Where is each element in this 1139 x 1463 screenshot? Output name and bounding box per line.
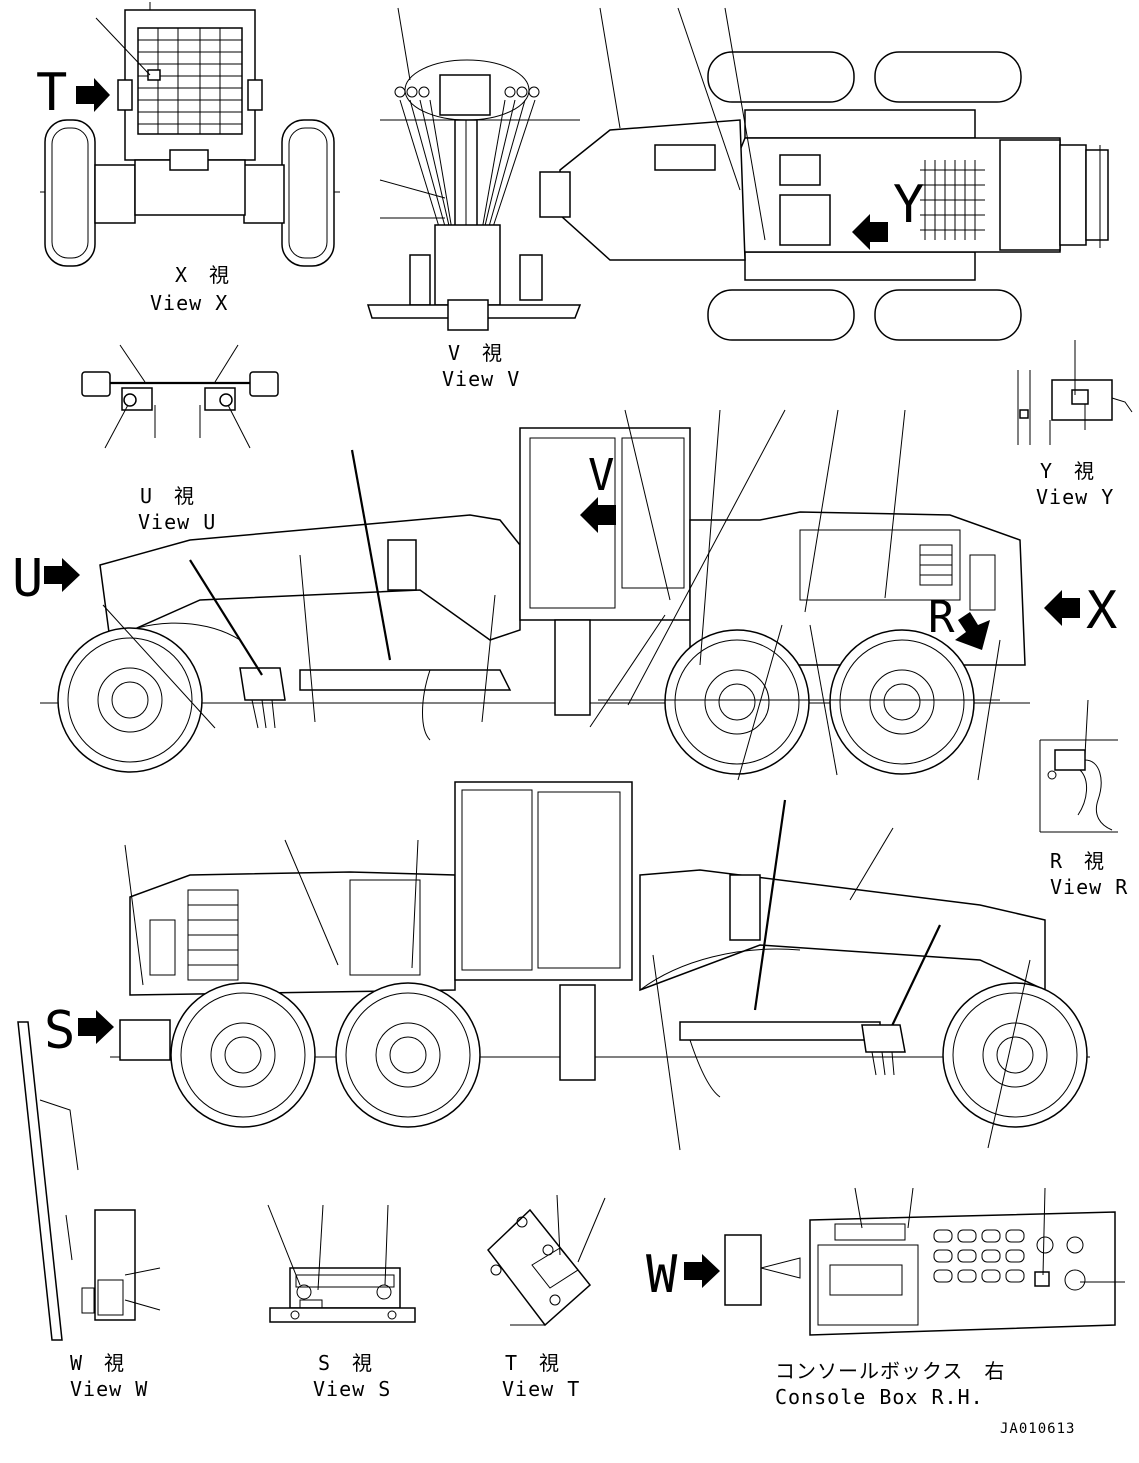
view-v-drawing <box>366 7 582 331</box>
view-u-drawing <box>81 344 279 449</box>
arrow-y-letter: Y <box>893 175 924 235</box>
view-r-jp-label: R 視 <box>1050 849 1105 873</box>
console-box-drawing <box>724 1187 1125 1336</box>
view-u-en-label: View U <box>138 510 216 534</box>
arrow-s-letter: S <box>44 1001 75 1061</box>
arrow-x-icon <box>1044 590 1080 626</box>
arrow-r-letter: R <box>928 592 955 643</box>
view-v-jp-label: V 視 <box>448 341 503 365</box>
arrow-y-icon <box>852 214 888 250</box>
console-box-en-label: Console Box R.H. <box>775 1385 984 1409</box>
view-w-jp-label: W 視 <box>70 1351 125 1375</box>
view-t-drawing <box>486 1194 606 1327</box>
arrow-s-icon <box>78 1010 114 1044</box>
arrow-v-letter: V <box>588 450 615 501</box>
view-w-en-label: View W <box>70 1377 148 1401</box>
view-r-drawing <box>1039 699 1118 833</box>
arrow-r-icon <box>955 612 990 650</box>
view-v-en-label: View V <box>442 367 520 391</box>
view-w-drawing <box>17 1021 161 1341</box>
side-view-left-drawing <box>40 409 1030 781</box>
view-t-jp-label: T 視 <box>505 1351 560 1375</box>
view-r-en-label: View R <box>1050 875 1128 899</box>
side-view-right-drawing <box>110 781 1090 1151</box>
view-y-drawing <box>1017 340 1133 445</box>
view-s-en-label: View S <box>313 1377 391 1401</box>
arrow-w-letter: W <box>646 1245 678 1305</box>
view-x-drawing <box>40 2 340 267</box>
view-u-jp-label: U 視 <box>140 484 195 508</box>
drawing-code: JA010613 <box>1000 1421 1075 1437</box>
arrow-v-icon <box>580 497 616 533</box>
view-y-en-label: View Y <box>1036 485 1114 509</box>
arrow-u-icon <box>44 558 80 592</box>
arrow-w-icon <box>684 1254 720 1288</box>
arrow-t-icon <box>76 78 110 112</box>
view-s-drawing <box>267 1204 416 1323</box>
console-box-jp-label: コンソールボックス 右 <box>775 1359 1005 1383</box>
view-y-jp-label: Y 視 <box>1040 459 1095 483</box>
view-t-en-label: View T <box>502 1377 580 1401</box>
arrow-u-letter: U <box>12 549 43 609</box>
view-x-en-label: View X <box>150 291 228 315</box>
view-s-jp-label: S 視 <box>318 1351 373 1375</box>
arrow-x-letter: X <box>1086 581 1117 641</box>
view-x-jp-label: X 視 <box>175 263 230 287</box>
arrow-t-letter: T <box>36 63 67 123</box>
plan-view-drawing <box>539 7 1109 341</box>
